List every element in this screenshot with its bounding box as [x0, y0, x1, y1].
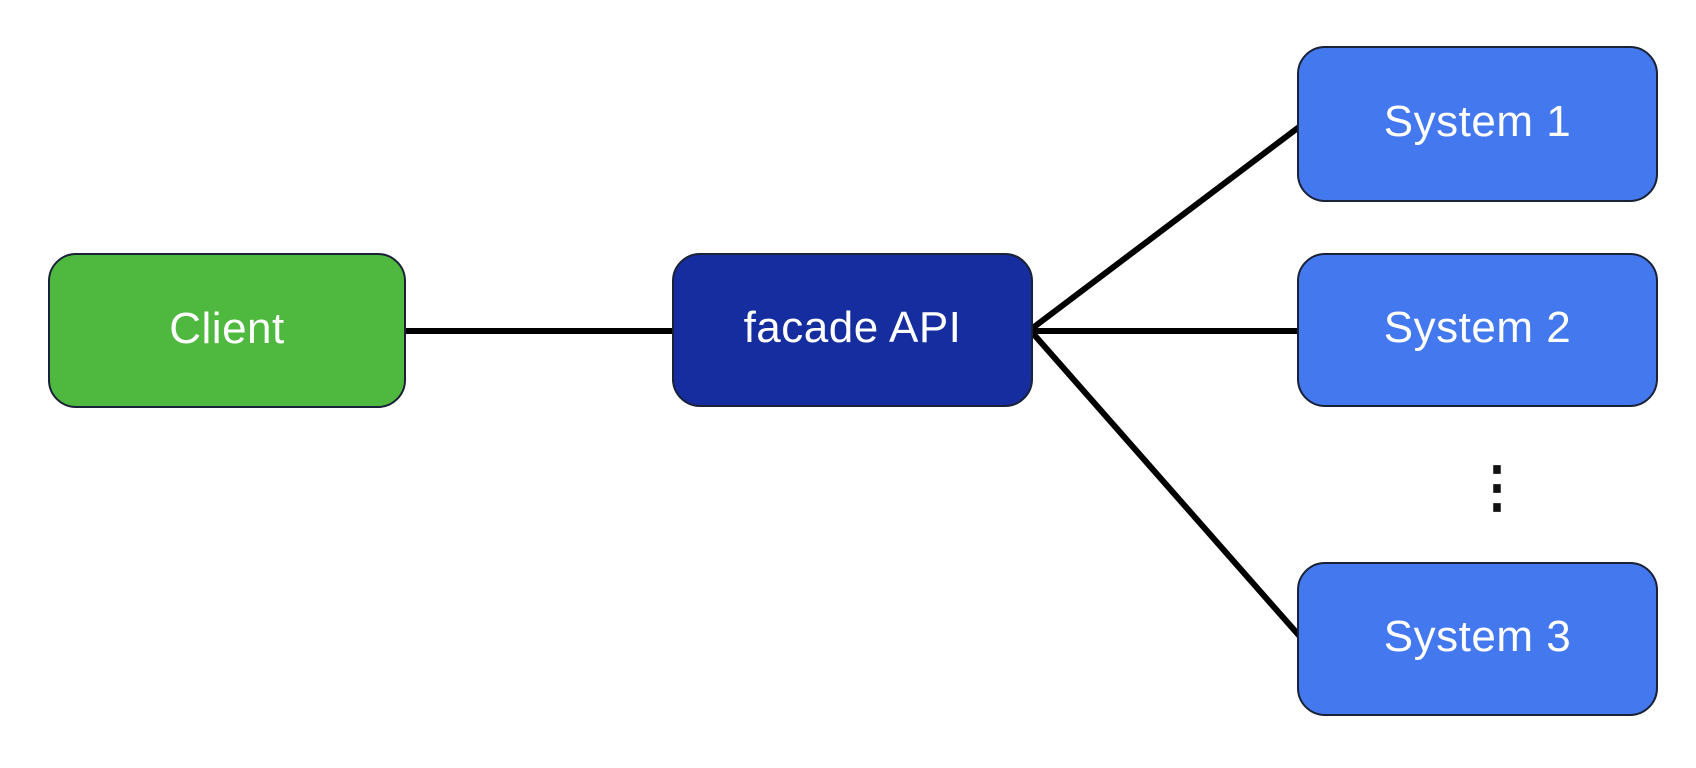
node-client: Client — [48, 253, 406, 408]
node-facade-api-label: facade API — [743, 303, 962, 352]
vertical-ellipsis-icon: ⋮ — [1469, 455, 1525, 518]
node-system-2: System 2 — [1297, 253, 1658, 407]
edge-facade-system3 — [1027, 328, 1306, 642]
node-system-2-label: System 2 — [1383, 303, 1572, 352]
node-system-1: System 1 — [1297, 46, 1658, 202]
node-system-1-label: System 1 — [1383, 97, 1572, 146]
node-client-label: Client — [169, 303, 285, 353]
edge-facade-system1 — [1028, 121, 1305, 333]
node-system-3-label: System 3 — [1383, 612, 1572, 661]
node-facade-api: facade API — [672, 253, 1033, 407]
node-system-3: System 3 — [1297, 562, 1658, 716]
